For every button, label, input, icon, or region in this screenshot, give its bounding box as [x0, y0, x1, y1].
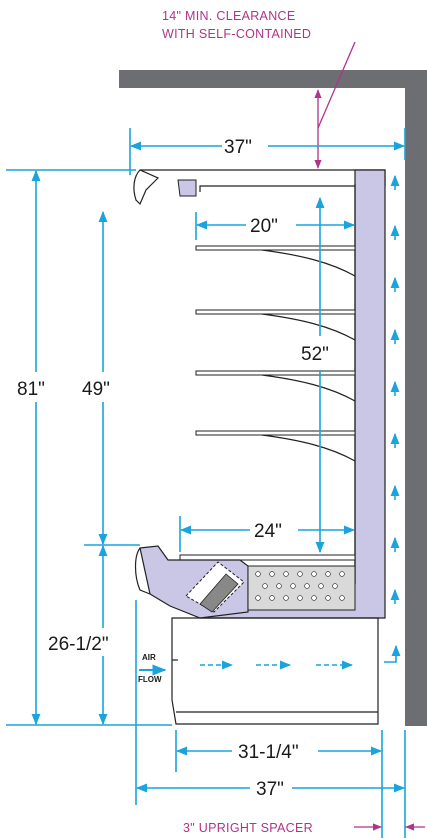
display-case — [133, 169, 386, 725]
base-cabinet — [171, 617, 379, 725]
shelves — [195, 245, 356, 462]
overall-height-label: 81" — [17, 379, 45, 400]
top-depth-dimension: 37" — [129, 128, 406, 175]
overall-height-dimension: 81" — [6, 169, 172, 726]
coil-dot — [339, 571, 345, 577]
coil-dot — [290, 583, 296, 589]
canopy — [140, 169, 386, 192]
interior-height-label: 52" — [301, 344, 329, 365]
shelf-4 — [195, 430, 356, 436]
clearance-leader — [317, 41, 356, 129]
shelf-4-bracket — [261, 434, 356, 462]
building-structure — [119, 70, 427, 726]
top-depth-label: 37" — [224, 137, 252, 158]
shelf-2 — [195, 309, 356, 315]
base-depth-label: 31-1/4" — [238, 742, 299, 763]
coil-dot — [325, 595, 331, 601]
duct-airflow-arrows — [384, 174, 401, 663]
shelf-3 — [195, 370, 356, 376]
coil-dot — [269, 595, 275, 601]
canopy-front-lip — [133, 169, 160, 206]
shelf-depth-dimension: 20" — [195, 212, 356, 240]
canopy-light — [177, 179, 197, 197]
coil-dot — [318, 583, 324, 589]
shelf-3-bracket — [261, 374, 356, 402]
clearance-note: 14" MIN. CLEARANCE WITH SELF-CONTAINED — [162, 9, 356, 169]
deck-depth-label: 24" — [254, 521, 282, 542]
coil-dot — [339, 595, 345, 601]
clearance-note-line2: WITH SELF-CONTAINED — [162, 27, 311, 41]
coil-dot — [262, 583, 268, 589]
upper-height-dimension: 49" — [82, 210, 140, 546]
coil-dot — [311, 595, 317, 601]
clearance-note-line1: 14" MIN. CLEARANCE — [162, 9, 295, 23]
rear-wall — [405, 70, 427, 726]
base-airflow-arrows: AIR FLOW — [138, 653, 354, 684]
coil-dot — [255, 571, 261, 577]
coil-dot — [283, 595, 289, 601]
base-height-dimension: 26-1/2" — [48, 544, 109, 726]
upright-spacer-note: 3" UPRIGHT SPACER — [183, 821, 425, 835]
base-height-label: 26-1/2" — [48, 634, 109, 655]
shelf-1-bracket — [261, 249, 356, 277]
coil-dot — [297, 595, 303, 601]
coil-dot — [297, 571, 303, 577]
air-flow-label-line2: FLOW — [138, 675, 162, 684]
coil-dot — [304, 583, 310, 589]
coil-dot — [269, 571, 275, 577]
grille-insert — [199, 573, 239, 613]
upright-spacer-label: 3" UPRIGHT SPACER — [183, 821, 313, 835]
base-depth-dimension: 31-1/4" — [175, 730, 383, 838]
ceiling-slab — [119, 70, 427, 88]
front-bumper — [134, 547, 151, 595]
interior-height-dimension: 52" — [301, 196, 329, 554]
coil-dot — [325, 571, 331, 577]
coil-dot — [332, 583, 338, 589]
deck-depth-dimension: 24" — [179, 516, 356, 552]
coil-dot — [311, 571, 317, 577]
coil-dots — [255, 571, 345, 601]
bottom-depth-dimension: 37" — [135, 600, 406, 838]
display-deck — [179, 554, 356, 561]
turn-up-arrow — [384, 644, 401, 663]
shelf-1 — [195, 245, 356, 251]
coil-dot — [283, 571, 289, 577]
coil-dot — [276, 583, 282, 589]
bottom-depth-label: 37" — [256, 779, 284, 800]
shelf-depth-label: 20" — [250, 216, 278, 237]
air-flow-label-line1: AIR — [142, 653, 156, 662]
coil-dot — [255, 595, 261, 601]
upper-height-label: 49" — [82, 379, 110, 400]
shelf-2-bracket — [261, 313, 356, 341]
